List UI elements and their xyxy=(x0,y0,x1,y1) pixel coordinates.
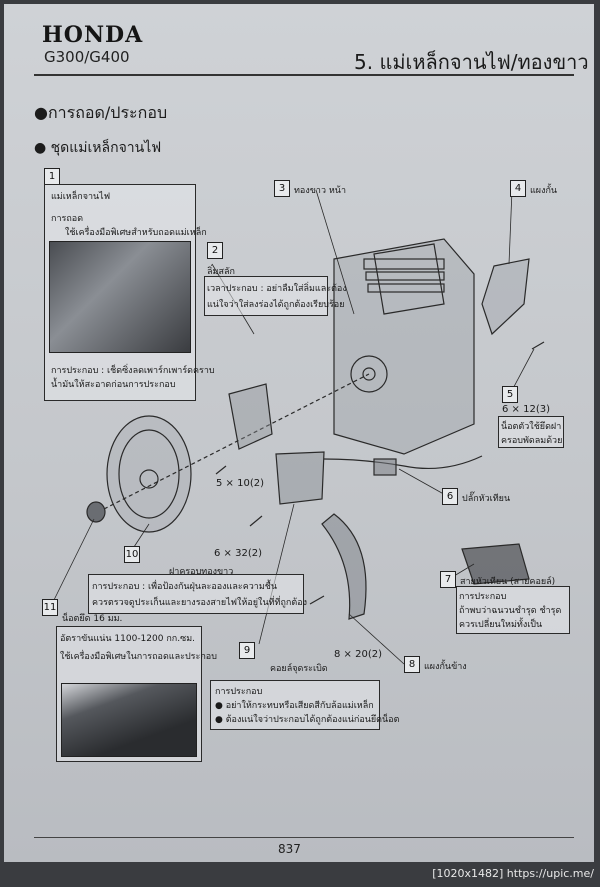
callout-number-5: 5 xyxy=(502,386,518,403)
key-install-text-2: แน่ใจว่าใส่ลงร่องได้ถูกต้องเรียบร้อย xyxy=(207,300,345,310)
cover-install-text-2: ควรตรวจดูประเก็นและยางรองสายไฟให้อยู่ในท… xyxy=(92,598,308,608)
callout-number-10: 10 xyxy=(124,546,140,563)
page-number: 837 xyxy=(278,842,301,856)
torque-spec: อัตราขันแน่น 1100-1200 กก.ซม. xyxy=(60,634,195,644)
bolt-note-1: น็อตตัวใช้ยึดฝา xyxy=(501,422,562,432)
section-title: 5. แม่เหล็กจานไฟ/ทองขาว xyxy=(354,50,589,74)
callout-number-11: 11 xyxy=(42,599,58,616)
assembly-note-heading: การประกอบ xyxy=(215,687,263,697)
removal-text: ใช้เครื่องมือพิเศษสำหรับถอดแม่เหล็ก xyxy=(65,228,207,238)
nut-16mm-label: น็อตยึด 16 มม. xyxy=(62,614,123,624)
wire-install-text-1: ถ้าพบว่าฉนวนชำรุด ชำรุด xyxy=(459,606,562,616)
assembly-note-2: ● ต้องแน่ใจว่าประกอบได้ถูกต้องแน่ก่อนยึด… xyxy=(215,715,400,725)
assembly-note-box: การประกอบ ● อย่าให้กระทบหรือเสียดสีกับล้… xyxy=(210,680,399,730)
callout-box-torque: อัตราขันแน่น 1100-1200 กก.ซม. ใช้เครื่อง… xyxy=(56,626,217,762)
callout-number-9: 9 xyxy=(239,642,255,659)
wire-install-text-2: ควรเปลี่ยนใหม่ทั้งเป็น xyxy=(459,620,543,630)
callout-number-7: 7 xyxy=(440,571,456,588)
callout-box-flywheel: แม่เหล็กจานไฟ การถอด ใช้เครื่องมือพิเศษส… xyxy=(44,184,215,401)
flywheel-label: แม่เหล็กจานไฟ xyxy=(51,192,111,202)
bolt-size-6x32: 6 × 32(2) xyxy=(214,548,262,559)
callout-number-8: 8 xyxy=(404,656,420,673)
footer-rule xyxy=(34,837,574,838)
removal-heading: การถอด xyxy=(51,214,84,224)
callout-box-cover: การประกอบ : เพื่อป้องกันฝุ่นละอองและความ… xyxy=(88,574,308,614)
subtitle-flywheel-set: ● ชุดแม่เหล็กจานไฟ xyxy=(34,140,162,156)
bolt-note-2: ครอบพัดลมด้วย xyxy=(501,436,563,446)
cover-install-text-1: การประกอบ : เพื่อป้องกันฝุ่นละอองและความ… xyxy=(92,582,278,592)
subtitle-remove-install: ●การถอด/ประกอบ xyxy=(34,103,168,122)
callout-number-1: 1 xyxy=(44,168,60,185)
callout-box-wire: การประกอบ ถ้าพบว่าฉนวนชำรุด ชำรุด ควรเปล… xyxy=(456,586,570,634)
install-text-2: น้ำมันให้สะอาดก่อนการประกอบ xyxy=(51,380,176,390)
key-install-text-1: เวลาประกอบ : อย่าลืมใส่ลิ่มและต้อง xyxy=(207,284,347,294)
front-points-label: ทองขาว หน้า xyxy=(294,186,346,196)
plug-cap-label: ปลั๊กหัวเทียน xyxy=(462,494,511,504)
points-cover-label: ฝาครอบทองขาว xyxy=(169,567,234,577)
ignition-coil-label: คอยล์จุดระเบิด xyxy=(270,664,328,674)
header-rule xyxy=(34,74,574,76)
image-host-caption: [1020x1482] https://upic.me/ xyxy=(432,867,594,880)
bolt-size-6x12: 6 × 12(3) xyxy=(502,404,550,415)
exploded-diagram xyxy=(51,189,545,665)
nut-torque-photo xyxy=(61,683,197,757)
model-name: G300/G400 xyxy=(44,48,130,66)
manual-page: HONDA G300/G400 5. แม่เหล็กจานไฟ/ทองขาว … xyxy=(4,4,594,862)
callout-box-bolt: น็อตตัวใช้ยึดฝา ครอบพัดลมด้วย xyxy=(498,416,564,448)
key-label: ลิ่มสลัก xyxy=(207,267,235,277)
assembly-note-1: ● อย่าให้กระทบหรือเสียดสีกับล้อแม่เหล็ก xyxy=(215,701,374,711)
callout-box-key: เวลาประกอบ : อย่าลืมใส่ลิ่มและต้อง แน่ใจ… xyxy=(204,276,347,316)
side-baffle-label: แผงกั้นข้าง xyxy=(424,662,467,672)
flywheel-removal-photo xyxy=(49,241,191,353)
wire-install-heading: การประกอบ xyxy=(459,592,507,602)
shroud-label: แผงกั้น xyxy=(530,186,558,196)
brand-logo: HONDA xyxy=(42,22,144,48)
callout-number-2: 2 xyxy=(207,242,223,259)
plug-wire-label: สายหัวเทียน (สายคอยล์) xyxy=(460,577,556,587)
callout-number-6: 6 xyxy=(442,488,458,505)
install-text-1: การประกอบ : เช็ดซิ่งลดเพาร์กเพาร์ดคราบ xyxy=(51,366,215,376)
special-tool-note: ใช้เครื่องมือพิเศษในการถอดและประกอบ xyxy=(60,652,217,662)
callout-number-4: 4 xyxy=(510,180,526,197)
callout-number-3: 3 xyxy=(274,180,290,197)
bolt-size-8x20: 8 × 20(2) xyxy=(334,649,382,660)
bolt-size-5x10: 5 × 10(2) xyxy=(216,478,264,489)
